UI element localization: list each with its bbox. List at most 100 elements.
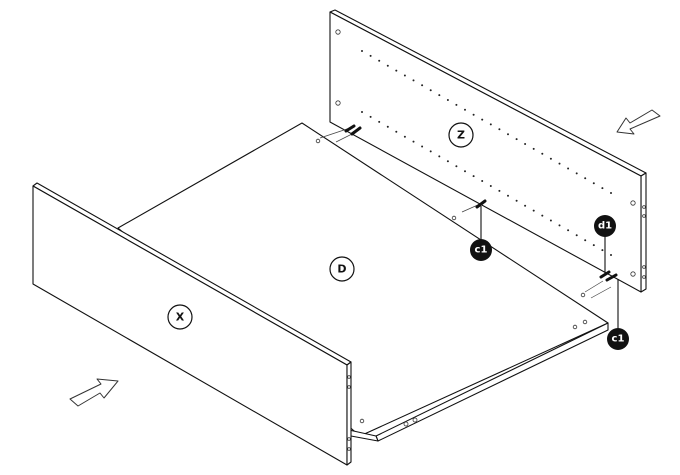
- pin-hole: [446, 160, 449, 163]
- pin-hole: [575, 172, 578, 175]
- pin-hole: [361, 111, 363, 113]
- pin-hole: [395, 69, 398, 72]
- pin-hole: [567, 229, 570, 232]
- pin-hole: [481, 180, 484, 182]
- hole: [582, 319, 588, 325]
- pin-hole: [472, 175, 475, 178]
- panel-z-right-edge: [640, 172, 647, 293]
- hole: [642, 205, 646, 209]
- pin-hole: [369, 115, 372, 118]
- pin-hole: [584, 177, 587, 180]
- pin-hole: [472, 113, 475, 116]
- pin-hole: [455, 165, 458, 168]
- panel-d: D: [117, 122, 609, 442]
- hole: [359, 418, 365, 424]
- panel-z-front-face: [329, 11, 642, 293]
- pin-hole: [515, 138, 518, 141]
- pin-hole: [412, 140, 415, 143]
- pin-hole: [610, 254, 612, 256]
- svg-text:c1: c1: [612, 334, 625, 345]
- pin-hole: [507, 133, 509, 136]
- pin-hole: [403, 74, 406, 77]
- hole: [315, 138, 321, 144]
- dowel: [475, 199, 487, 209]
- pin-hole: [464, 170, 466, 173]
- pin-hole: [386, 125, 389, 128]
- pin-hole: [464, 108, 466, 111]
- pin-hole: [438, 94, 441, 97]
- hole: [335, 100, 341, 106]
- hole: [580, 292, 586, 298]
- pin-hole: [584, 239, 587, 242]
- hole: [630, 271, 636, 277]
- pin-hole: [378, 120, 381, 123]
- dowel: [350, 126, 362, 136]
- pin-hole: [455, 103, 458, 106]
- svg-text:D: D: [337, 263, 346, 276]
- pin-hole: [524, 143, 527, 145]
- pin-hole: [438, 155, 441, 158]
- hole: [403, 421, 409, 427]
- hole: [347, 437, 351, 441]
- arrow-x-icon: [69, 378, 119, 407]
- pin-hole: [429, 150, 432, 153]
- hardware: [319, 124, 619, 328]
- shelf-pin-holes-upper: [361, 50, 612, 194]
- hole: [572, 324, 578, 330]
- hole: [642, 265, 646, 269]
- pin-hole: [481, 118, 484, 121]
- cam-dowel: [599, 270, 611, 279]
- pin-hole: [558, 162, 561, 165]
- hole: [630, 200, 636, 206]
- hole: [347, 447, 351, 451]
- svg-text:c1: c1: [475, 245, 488, 256]
- pin-hole: [601, 249, 604, 252]
- hole: [412, 417, 418, 423]
- pin-hole: [386, 64, 389, 67]
- pin-hole: [575, 234, 578, 237]
- callout-c1-right: c1: [607, 328, 629, 350]
- pin-hole: [541, 214, 544, 217]
- pin-hole: [498, 128, 501, 131]
- pin-hole: [395, 130, 398, 133]
- arrow-z-icon: [616, 109, 661, 135]
- hole: [642, 214, 646, 218]
- hole: [642, 275, 646, 279]
- pin-hole: [498, 189, 501, 192]
- hole: [347, 375, 351, 379]
- pin-hole: [532, 209, 535, 212]
- pin-hole: [610, 192, 612, 194]
- pin-hole: [421, 145, 424, 148]
- callout-d1: d1: [594, 215, 616, 237]
- pin-hole: [558, 224, 561, 227]
- cam-dowel: [344, 124, 356, 133]
- panel-z: Z: [329, 9, 647, 293]
- pin-hole: [421, 84, 424, 87]
- pin-hole: [489, 123, 492, 126]
- svg-text:Z: Z: [457, 129, 465, 142]
- panel-x: X: [32, 182, 352, 466]
- label-x: X: [167, 304, 193, 330]
- pin-hole: [507, 194, 509, 197]
- label-d: D: [329, 256, 355, 282]
- pin-hole: [412, 79, 415, 82]
- pin-hole: [403, 135, 406, 138]
- pin-hole: [567, 167, 570, 170]
- shelf-pin-holes-lower: [361, 111, 612, 256]
- dowel: [605, 273, 618, 282]
- pin-hole: [601, 187, 604, 190]
- pin-hole: [549, 157, 552, 160]
- pin-hole: [592, 244, 595, 247]
- callout-c1-middle: c1: [470, 239, 492, 261]
- pin-hole: [541, 152, 544, 155]
- svg-text:X: X: [176, 311, 185, 324]
- hole: [451, 215, 457, 221]
- pin-hole: [524, 204, 527, 207]
- pin-hole: [532, 147, 535, 150]
- hole: [335, 29, 341, 35]
- svg-text:d1: d1: [598, 221, 612, 232]
- pin-hole: [489, 185, 492, 187]
- pin-hole: [369, 54, 372, 57]
- pin-hole: [592, 182, 595, 185]
